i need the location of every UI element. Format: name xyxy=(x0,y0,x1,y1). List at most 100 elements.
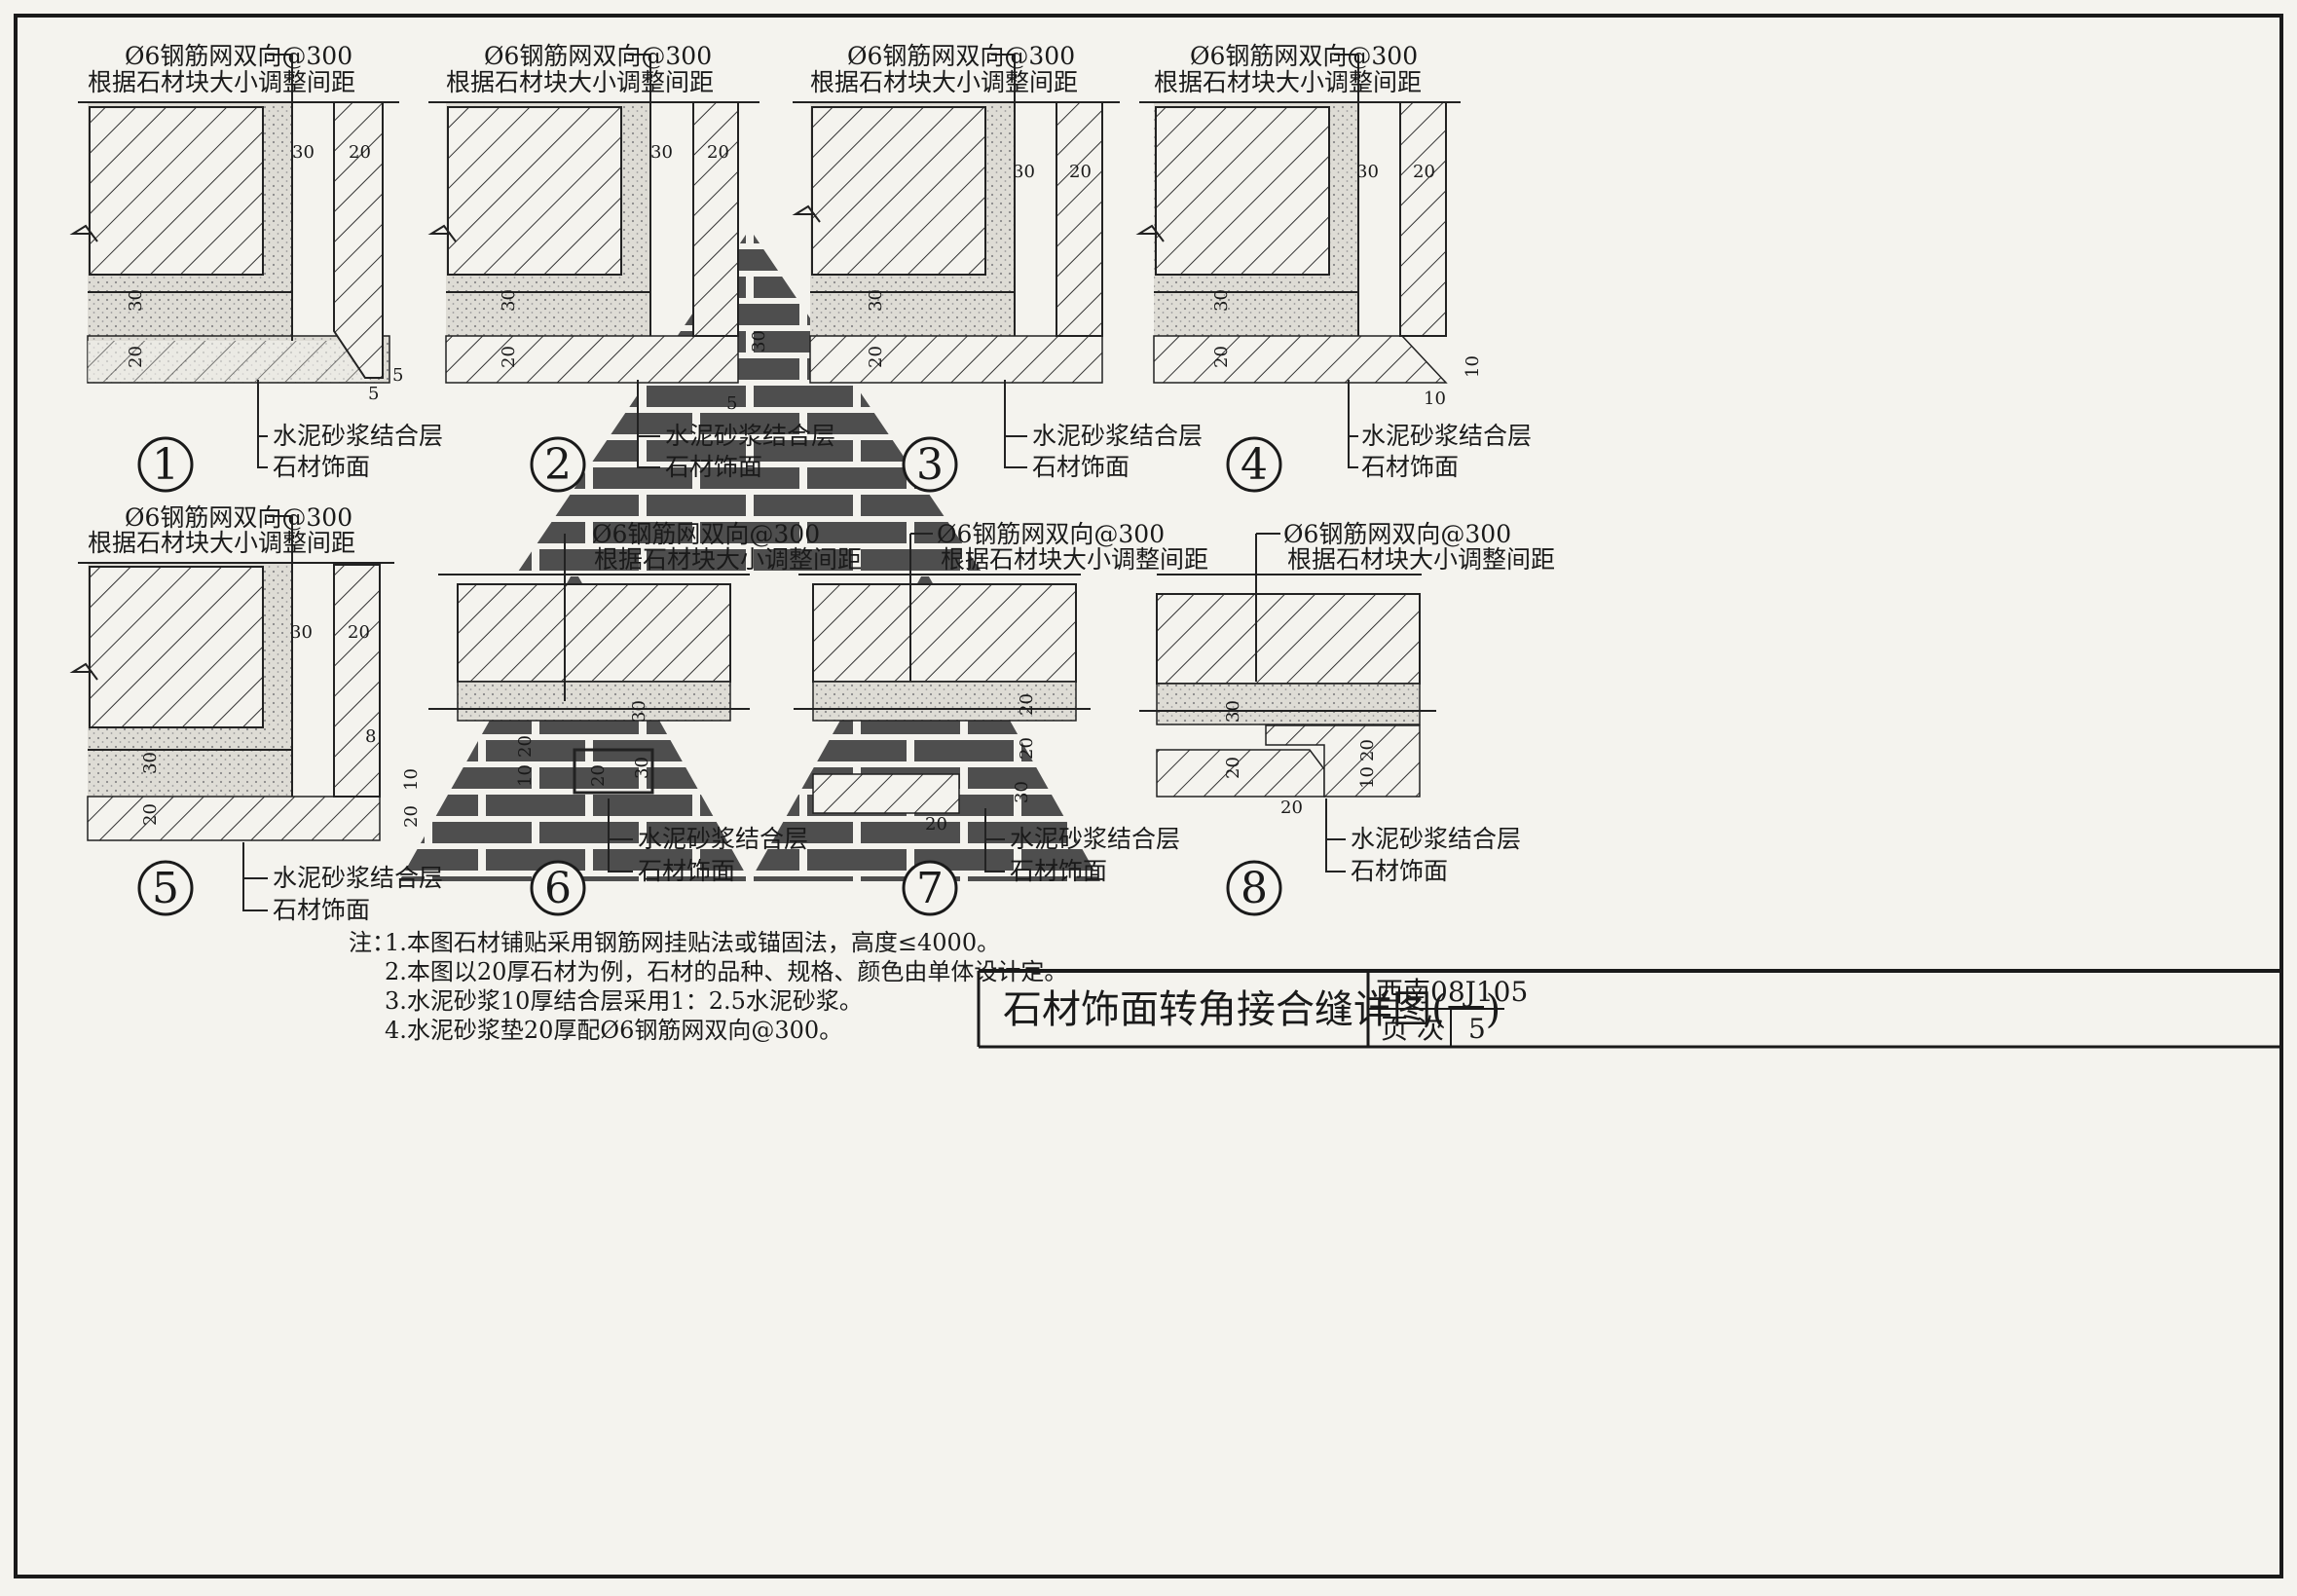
notes-prefix: 注： xyxy=(349,929,395,956)
detail-5-mortar-label: 水泥砂浆结合层 xyxy=(273,864,443,892)
detail-6-dim-e: 30 xyxy=(632,757,652,779)
detail-8-mesh-label: Ø6钢筋网双向@300 xyxy=(1283,520,1511,548)
detail-5-dim-d: 20 xyxy=(140,803,161,826)
drawing-title: 石材饰面转角接合缝详图(一) xyxy=(1003,987,1500,1032)
detail-5-number: 5 xyxy=(152,864,179,913)
detail-5-dim-c: 30 xyxy=(140,752,161,774)
detail-5-dim-a: 30 xyxy=(290,622,313,643)
detail-7-stone-label: 石材饰面 xyxy=(1010,857,1107,885)
detail-4-dim-c: 30 xyxy=(1211,289,1232,312)
detail-4-number: 4 xyxy=(1241,440,1268,490)
detail-4-dim-b: 20 xyxy=(1413,162,1435,182)
detail-6-number: 6 xyxy=(544,864,572,913)
detail-2-dim-c: 30 xyxy=(499,289,519,312)
detail-8-dim-a: 30 xyxy=(1223,700,1243,723)
detail-7-dim-b: 20 xyxy=(1017,737,1037,760)
detail-2-number: 2 xyxy=(544,440,572,490)
detail-3-mesh-label: Ø6钢筋网双向@300 xyxy=(847,42,1075,70)
detail-7-spacing-label: 根据石材块大小调整间距 xyxy=(941,545,1208,574)
detail-3-dim-b: 20 xyxy=(1069,162,1092,182)
notes-line-4: 4.水泥砂浆垫20厚配Ø6钢筋网双向@300。 xyxy=(385,1017,842,1044)
detail-3-number: 3 xyxy=(916,440,944,490)
detail-2-dim-d: 20 xyxy=(499,346,519,368)
watermark-top xyxy=(516,229,983,575)
detail-5-dim-f: 10 xyxy=(401,768,422,791)
notes-line-2: 2.本图以20厚石材为例，石材的品种、规格、颜色由单体设计定。 xyxy=(385,958,1067,985)
detail-3-dim-c: 30 xyxy=(866,289,886,312)
detail-1 xyxy=(69,101,399,384)
detail-3-spacing-label: 根据石材块大小调整间距 xyxy=(810,68,1078,96)
detail-2-dim-e: 30 xyxy=(749,330,769,353)
detail-6-dim-d: 20 xyxy=(588,764,609,787)
detail-3-dim-d: 20 xyxy=(866,346,886,368)
detail-5-mesh-label: Ø6钢筋网双向@300 xyxy=(125,503,352,532)
detail-4-dim-d: 20 xyxy=(1211,346,1232,368)
detail-6-mesh-label: Ø6钢筋网双向@300 xyxy=(592,520,820,548)
detail-6-spacing-label: 根据石材块大小调整间距 xyxy=(594,545,862,574)
detail-6 xyxy=(428,574,750,795)
detail-8 xyxy=(1139,574,1436,798)
detail-2 xyxy=(427,101,759,384)
detail-5-dim-e: 8 xyxy=(365,726,376,747)
detail-1-dim-d: 20 xyxy=(126,346,146,368)
detail-8-spacing-label: 根据石材块大小调整间距 xyxy=(1287,545,1555,574)
detail-4-dim-f: 10 xyxy=(1424,389,1446,409)
detail-8-dim-c: 20 xyxy=(1357,739,1378,761)
detail-1-dim-b: 20 xyxy=(349,142,371,163)
detail-6-stone-label: 石材饰面 xyxy=(638,857,735,885)
detail-5-stone-label: 石材饰面 xyxy=(273,896,370,924)
detail-1-dim-f: 5 xyxy=(368,384,379,404)
detail-1-stone-label: 石材饰面 xyxy=(273,453,370,481)
detail-2-dim-f: 5 xyxy=(726,393,737,414)
detail-7-number: 7 xyxy=(916,864,944,913)
detail-1-dim-c: 30 xyxy=(126,289,146,312)
detail-2-dim-b: 20 xyxy=(707,142,729,163)
detail-4 xyxy=(1135,101,1461,384)
detail-4-mortar-label: 水泥砂浆结合层 xyxy=(1361,422,1532,450)
detail-4-dim-a: 30 xyxy=(1356,162,1379,182)
detail-5-spacing-label: 根据石材块大小调整间距 xyxy=(88,529,355,557)
watermark-left xyxy=(399,570,750,881)
detail-7-dim-a: 20 xyxy=(1017,693,1037,716)
atlas-code: 西南08J105 xyxy=(1376,976,1528,1008)
detail-2-mesh-label: Ø6钢筋网双向@300 xyxy=(484,42,712,70)
detail-6-dim-a: 30 xyxy=(629,700,649,723)
detail-5-dim-g: 20 xyxy=(401,805,422,828)
detail-7-dim-d: 20 xyxy=(925,814,947,835)
detail-7-mesh-label: Ø6钢筋网双向@300 xyxy=(937,520,1165,548)
detail-5 xyxy=(69,562,394,841)
detail-3-mortar-label: 水泥砂浆结合层 xyxy=(1032,422,1203,450)
detail-1-dim-a: 30 xyxy=(292,142,315,163)
notes-line-1: 1.本图石材铺贴采用钢筋网挂贴法或锚固法，高度≤4000。 xyxy=(385,929,1000,956)
detail-1-spacing-label: 根据石材块大小调整间距 xyxy=(88,68,355,96)
detail-6-dim-c: 10 xyxy=(515,764,536,787)
detail-8-dim-b: 20 xyxy=(1223,757,1243,779)
page-label: 页 次 xyxy=(1381,1013,1444,1045)
detail-8-number: 8 xyxy=(1241,864,1268,913)
detail-3 xyxy=(792,101,1120,384)
detail-2-stone-label: 石材饰面 xyxy=(665,453,762,481)
detail-3-stone-label: 石材饰面 xyxy=(1032,453,1130,481)
detail-3-dim-a: 30 xyxy=(1013,162,1035,182)
detail-7 xyxy=(794,574,1091,814)
detail-4-spacing-label: 根据石材块大小调整间距 xyxy=(1154,68,1422,96)
detail-2-mortar-label: 水泥砂浆结合层 xyxy=(665,422,835,450)
detail-7-dim-c: 30 xyxy=(1012,781,1032,803)
detail-2-dim-a: 30 xyxy=(650,142,673,163)
detail-8-stone-label: 石材饰面 xyxy=(1351,857,1448,885)
detail-5-dim-b: 20 xyxy=(348,622,370,643)
detail-8-mortar-label: 水泥砂浆结合层 xyxy=(1351,825,1521,853)
detail-6-mortar-label: 水泥砂浆结合层 xyxy=(638,825,808,853)
detail-2-spacing-label: 根据石材块大小调整间距 xyxy=(446,68,714,96)
detail-1-mesh-label: Ø6钢筋网双向@300 xyxy=(125,42,352,70)
detail-1-mortar-label: 水泥砂浆结合层 xyxy=(273,422,443,450)
detail-8-dim-d: 10 xyxy=(1357,766,1378,789)
detail-1-number: 1 xyxy=(152,440,179,490)
detail-4-stone-label: 石材饰面 xyxy=(1361,453,1459,481)
sheet-frame xyxy=(14,14,2283,1578)
detail-4-dim-e: 10 xyxy=(1463,355,1483,378)
notes-line-3: 3.水泥砂浆10厚结合层采用1：2.5水泥砂浆。 xyxy=(385,987,863,1015)
detail-1-dim-e: 5 xyxy=(392,365,403,386)
title-block xyxy=(977,969,2281,1049)
